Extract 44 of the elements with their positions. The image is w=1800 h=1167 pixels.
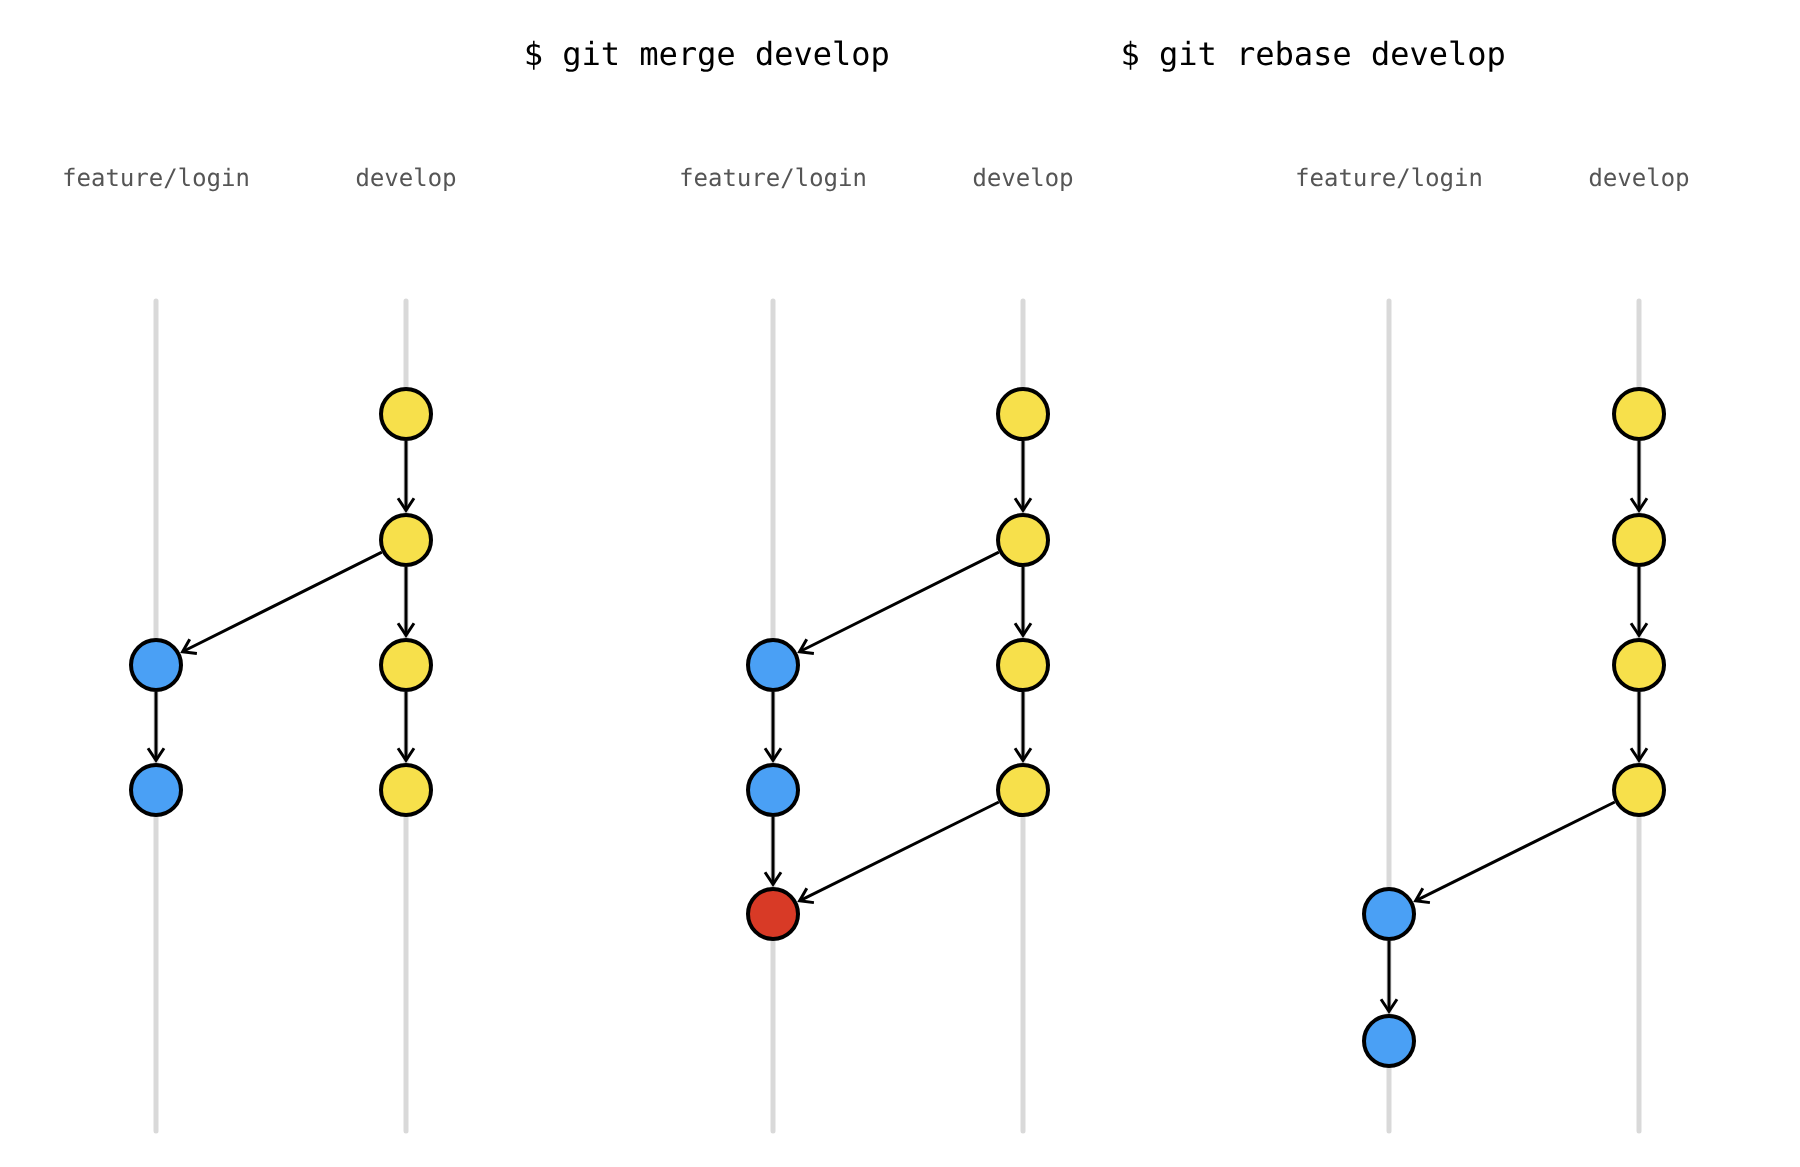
commit-circle — [996, 387, 1050, 441]
arrow — [1629, 441, 1649, 513]
commit-circle — [1612, 638, 1666, 692]
commit-circle — [746, 638, 800, 692]
branch-label: feature/login — [681, 167, 865, 192]
arrow — [1413, 800, 1616, 905]
arrow — [180, 550, 383, 655]
commit-circle — [996, 763, 1050, 817]
arrow — [797, 800, 1000, 905]
arrow — [396, 567, 416, 638]
commit-circle — [1362, 887, 1416, 941]
command-heading: $ git rebase develop — [1123, 40, 1504, 72]
arrow — [763, 692, 783, 763]
commit-circle — [1612, 763, 1666, 817]
commit-circle — [996, 513, 1050, 567]
arrow — [797, 550, 1000, 655]
commit-circle — [379, 763, 433, 817]
arrow — [1629, 567, 1649, 638]
commit-circle — [379, 513, 433, 567]
commit-circle — [379, 387, 433, 441]
commit-circle — [1612, 513, 1666, 567]
branch-label: develop — [356, 167, 456, 191]
arrow — [1013, 441, 1033, 513]
arrow — [396, 692, 416, 763]
branch-label: feature/login — [1297, 167, 1481, 192]
arrow — [146, 692, 166, 763]
arrow — [1013, 692, 1033, 763]
commit-circle — [996, 638, 1050, 692]
commit-circle — [746, 763, 800, 817]
command-heading: $ git merge develop — [526, 40, 888, 72]
arrow — [1629, 692, 1649, 763]
commit-circle — [379, 638, 433, 692]
arrow — [1013, 567, 1033, 638]
branch-label: feature/login — [64, 167, 248, 192]
branch-label: develop — [1589, 167, 1689, 191]
commit-circle — [746, 887, 800, 941]
arrow — [1379, 941, 1399, 1014]
arrow — [763, 817, 783, 887]
commit-circle — [1612, 387, 1666, 441]
arrow — [396, 441, 416, 513]
branch-label: develop — [973, 167, 1073, 191]
commit-circle — [129, 763, 183, 817]
commit-circle — [1362, 1014, 1416, 1068]
commit-circle — [129, 638, 183, 692]
